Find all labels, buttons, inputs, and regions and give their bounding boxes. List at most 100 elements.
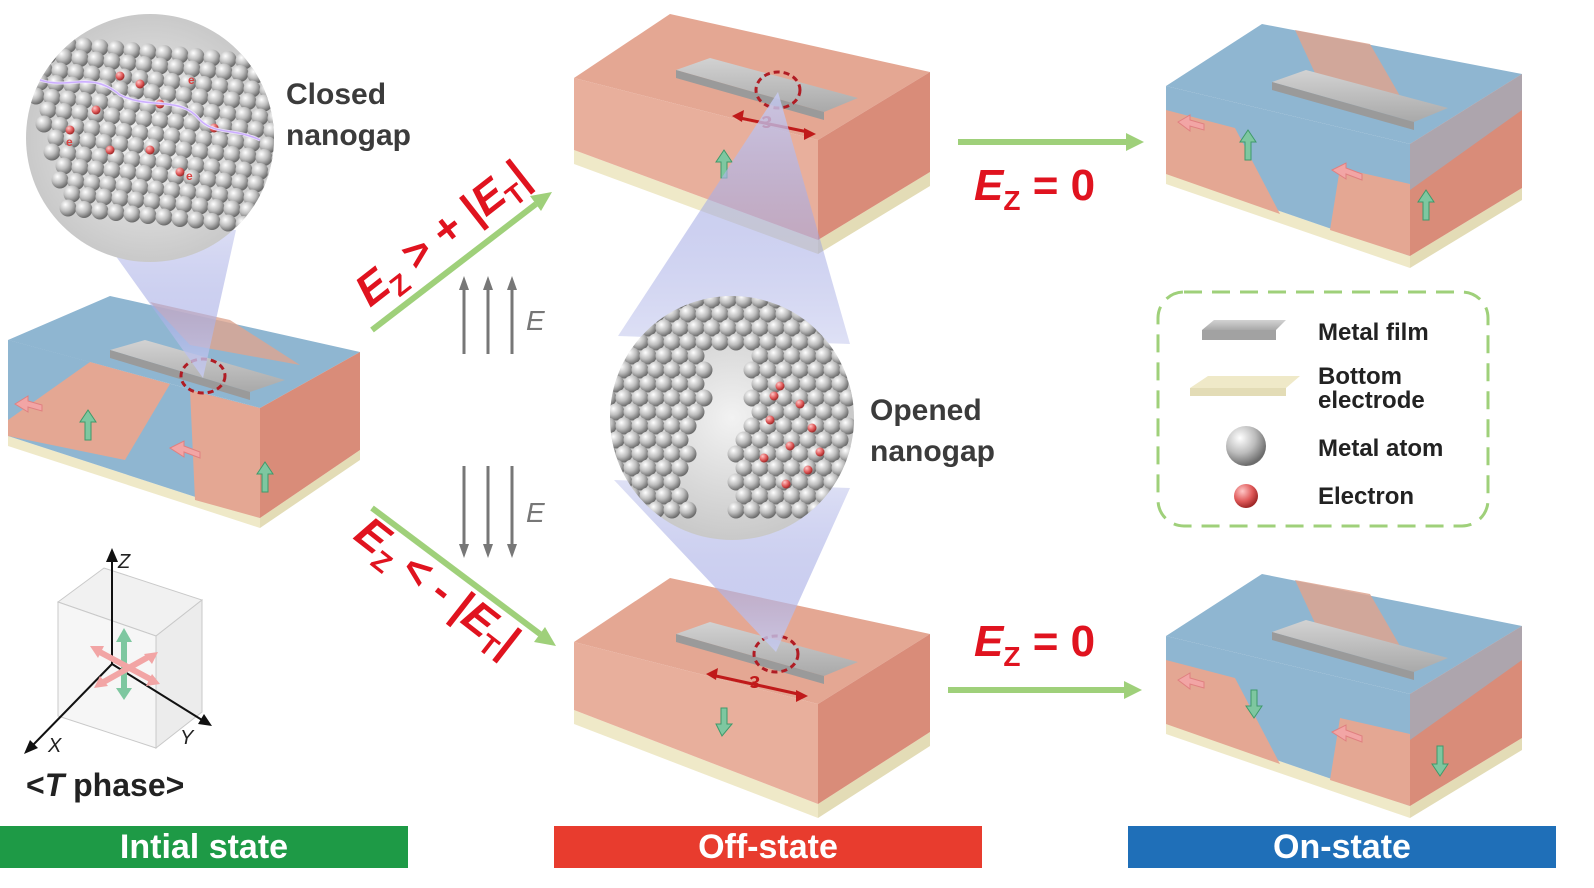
metal-atom [215, 172, 233, 190]
metal-atom [727, 333, 745, 351]
metal-atom [671, 375, 689, 393]
metal-atom [63, 131, 81, 148]
metal-atom [815, 459, 833, 477]
metal-atom [223, 91, 241, 109]
metal-atom [735, 487, 753, 505]
legend-metal-atom-swatch [1226, 426, 1266, 466]
metal-atom [239, 147, 257, 165]
metal-atom [255, 149, 273, 166]
metal-atom [292, 194, 309, 211]
metal-atom [759, 333, 777, 351]
metal-atom [735, 296, 753, 309]
metal-atom [695, 305, 713, 323]
metal-atom [610, 445, 617, 463]
metal-atom [615, 417, 633, 435]
metal-atom [183, 115, 201, 132]
metal-atom [791, 473, 809, 491]
field-arrows-up [459, 276, 517, 354]
legend-bottom-electrode-label-1: Bottom [1318, 363, 1402, 390]
metal-atom [767, 459, 785, 477]
metal-atom [791, 361, 809, 379]
metal-atom [255, 203, 273, 221]
metal-atom [783, 347, 801, 365]
metal-atom [807, 333, 825, 351]
metal-atom [799, 487, 817, 505]
metal-atom [127, 137, 145, 154]
arrow-to-on-bottom [948, 681, 1142, 699]
metal-atom [610, 473, 617, 491]
y-axis-label: Y [180, 727, 195, 749]
metal-atom [610, 305, 617, 323]
metal-atom [610, 403, 625, 421]
electron-label-2: e [66, 135, 73, 149]
metal-atom [767, 487, 785, 505]
metal-atom [631, 361, 649, 379]
metal-atom [615, 445, 633, 463]
metal-atom [623, 459, 641, 477]
metal-atom [735, 319, 753, 337]
metal-atom [751, 319, 769, 337]
metal-atom [151, 166, 169, 184]
metal-atom [263, 68, 274, 85]
metal-atom [703, 296, 721, 309]
metal-atom [223, 146, 241, 163]
metal-atom [610, 347, 625, 365]
metal-atom [671, 319, 689, 337]
metal-atom [623, 431, 641, 449]
metal-atom [671, 459, 689, 477]
metal-atom [791, 389, 809, 407]
metal-atom [671, 487, 689, 505]
electron [765, 415, 775, 425]
metal-atom [631, 473, 649, 491]
metal-atom [711, 333, 729, 351]
metal-atom [799, 375, 817, 393]
metal-atom [743, 445, 761, 463]
metal-atom [775, 389, 793, 407]
metal-atom [751, 347, 769, 365]
condition-down: EZ < - |ET| [346, 507, 530, 666]
metal-atom [687, 375, 705, 393]
metal-atom [631, 417, 649, 435]
metal-atom [743, 333, 761, 351]
electron [115, 71, 125, 81]
metal-atom [247, 121, 265, 138]
metal-atom [791, 445, 809, 463]
metal-atom [183, 169, 201, 187]
metal-atom [711, 305, 729, 323]
metal-atom [203, 213, 221, 230]
metal-atom [695, 389, 713, 407]
closed-nanogap-magnifier: e e e [26, 14, 309, 262]
metal-atom [239, 93, 257, 110]
metal-atom [592, 376, 609, 393]
metal-atom [43, 34, 61, 52]
metal-atom [727, 473, 745, 491]
arrow-to-off-bottom [370, 505, 556, 646]
metal-atom [276, 193, 293, 210]
metal-atom [727, 305, 745, 323]
arrow-pink-left-2 [168, 440, 201, 459]
metal-atom [839, 417, 854, 435]
metal-atom [783, 487, 801, 505]
metal-atom [759, 361, 777, 379]
metal-atom [143, 84, 161, 101]
metal-atom [592, 432, 609, 449]
metal-atom [735, 431, 753, 449]
metal-atom [775, 305, 793, 323]
metal-atom [831, 431, 849, 449]
metal-atom [27, 87, 45, 105]
metal-atom [647, 389, 665, 407]
metal-atom [727, 501, 745, 519]
electron [105, 145, 115, 155]
metal-atom [687, 403, 705, 421]
metal-atom [655, 347, 673, 365]
metal-atom [703, 319, 721, 337]
metal-atom [95, 188, 113, 206]
metal-atom [743, 417, 761, 435]
metal-atom [663, 473, 681, 491]
initial-state-block [8, 296, 360, 528]
metal-atom [263, 122, 274, 140]
metal-atom [159, 85, 177, 103]
legend-electron-swatch [1234, 484, 1258, 508]
metal-atom [815, 431, 833, 449]
metal-atom [791, 501, 809, 519]
